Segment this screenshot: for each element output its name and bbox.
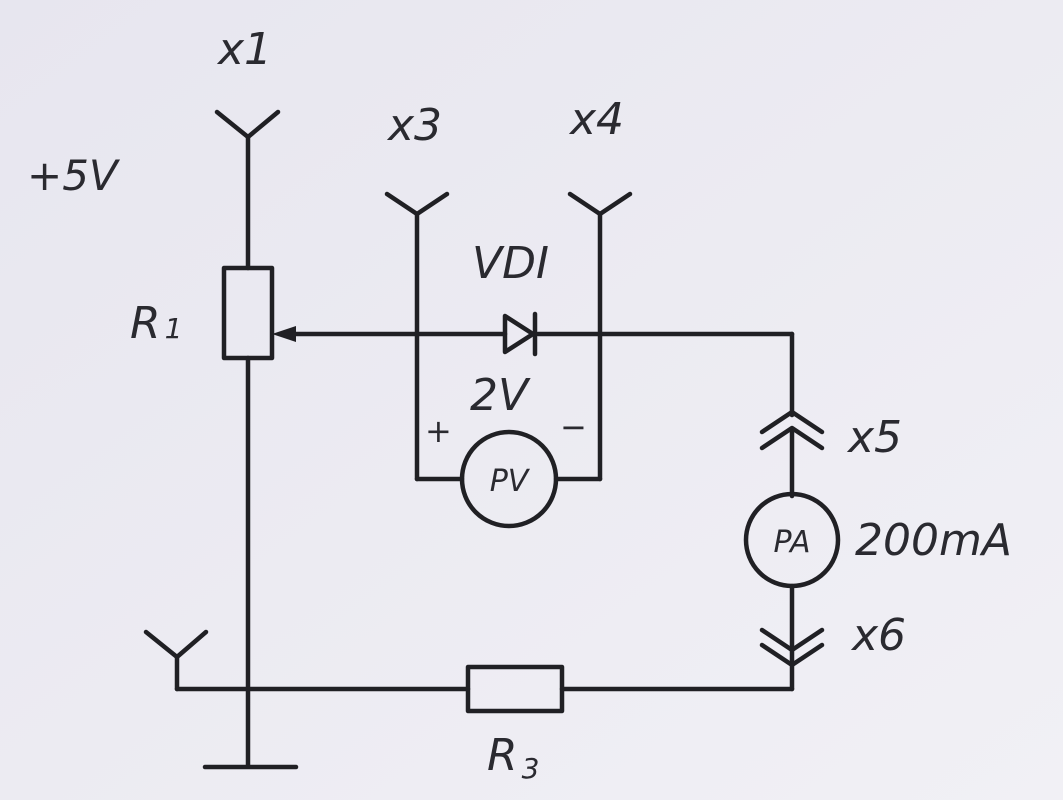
r1-letter: R: [130, 298, 161, 349]
r1-subscript: 1: [165, 312, 183, 345]
r3-letter: R: [487, 730, 518, 781]
ammeter-branch: [743, 409, 841, 692]
diode-label: VDI: [472, 238, 549, 289]
x1-label: x1: [216, 24, 272, 75]
bottom-line: [143, 629, 795, 714]
minus-sign: −: [560, 408, 587, 446]
plus-sign: +: [425, 412, 452, 450]
x5-chevron-top: [759, 409, 825, 435]
voltmeter-pv: [459, 429, 559, 529]
diode-triangle: [502, 313, 536, 355]
ammeter-range-label: 200mA: [855, 515, 1012, 566]
x6-label: x6: [850, 610, 906, 661]
wiper-line: [272, 326, 795, 418]
voltmeter-label: PV: [490, 464, 531, 499]
x4-label: x4: [568, 94, 624, 145]
diode-vd1: [502, 311, 538, 357]
x3-label: x3: [386, 100, 442, 151]
diode-voltage-label: 2V: [470, 370, 531, 421]
wiper-arrow: [272, 326, 296, 342]
left-rail: [202, 109, 299, 770]
supply-label: +5V: [27, 151, 121, 200]
r3-subscript: 3: [522, 752, 540, 785]
ammeter-label: PA: [773, 525, 810, 560]
voltmeter-branch: [384, 191, 633, 529]
x5-label: x5: [846, 412, 902, 463]
